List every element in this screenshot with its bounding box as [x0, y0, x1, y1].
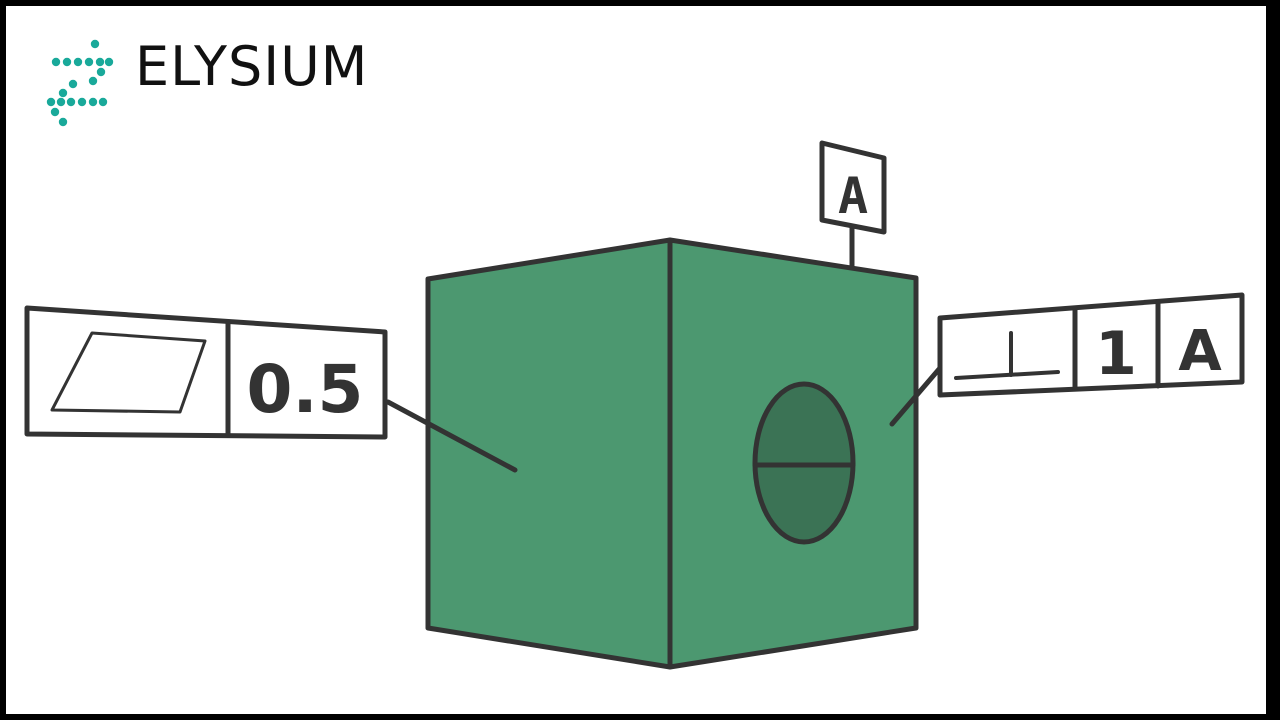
flatness-frame — [24, 305, 388, 440]
flatness-tolerance: 0.5 — [247, 351, 364, 428]
datum-a-letter: A — [838, 167, 868, 225]
brand-name: ELYSIUM — [135, 35, 369, 98]
cube-left-face — [425, 237, 673, 670]
perpendicularity-datum: A — [1178, 319, 1222, 384]
perpendicularity-leader — [889, 365, 943, 427]
flatness-leader — [385, 399, 518, 473]
flatness-icon — [50, 331, 207, 414]
perpendicularity-icon — [954, 331, 1060, 380]
perpendicularity-frame — [937, 292, 1245, 398]
datum-a-box — [819, 140, 887, 235]
perpendicularity-tolerance: 1 — [1095, 319, 1137, 389]
